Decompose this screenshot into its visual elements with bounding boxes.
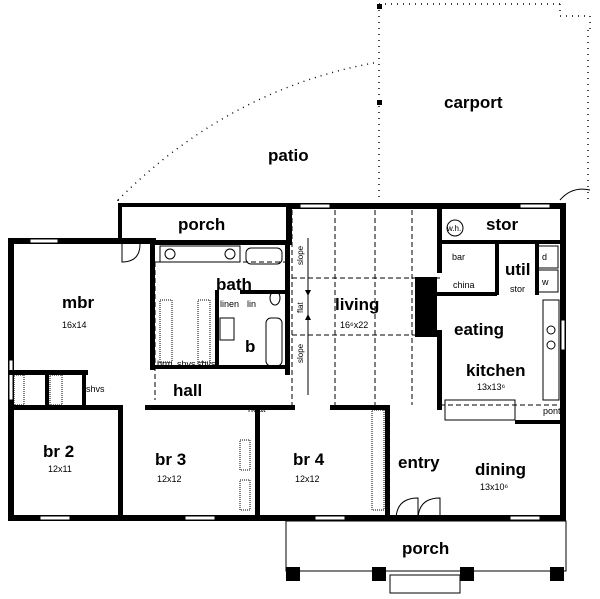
windows	[8, 203, 566, 521]
label-dining-size: 13x10⁶	[480, 482, 509, 492]
label-china: china	[453, 280, 475, 290]
front-porch	[285, 520, 567, 594]
label-living: living	[335, 295, 379, 314]
label-mbr-size: 16x14	[62, 320, 87, 330]
carport-outline	[377, 3, 591, 201]
label-pont: pont	[543, 406, 561, 416]
label-carport: carport	[444, 93, 503, 112]
label-patio: patio	[268, 146, 309, 165]
label-bar: bar	[452, 252, 465, 262]
label-stor: stor	[486, 215, 519, 234]
label-living-size: 16⁶x22	[340, 320, 368, 330]
label-wh: w.h.	[446, 224, 461, 233]
label-br4-size: 12x12	[295, 474, 320, 484]
label-lin: lin	[247, 299, 256, 309]
label-kitchen-size: 13x13⁶	[477, 382, 506, 392]
label-shvs-a: shvs	[177, 359, 196, 369]
label-mbr: mbr	[62, 293, 95, 312]
label-br3: br 3	[155, 450, 186, 469]
label-br4: br 4	[293, 450, 325, 469]
patio-outline	[117, 61, 380, 206]
label-shvs-b: shvs	[197, 359, 216, 369]
label-hall: hall	[173, 381, 202, 400]
label-br2-size: 12x11	[48, 464, 72, 474]
label-slope-top: slope	[296, 245, 305, 265]
closet-hatches	[13, 299, 385, 511]
label-shvs-c: shvs	[86, 384, 105, 394]
label-stor-small: stor	[510, 284, 525, 294]
label-util: util	[505, 260, 531, 279]
doors	[121, 239, 441, 521]
interior-walls	[8, 203, 560, 520]
label-brm: brm	[157, 359, 173, 369]
label-kitchen: kitchen	[466, 361, 526, 380]
label-d: d	[542, 252, 547, 262]
label-porch-rear: porch	[178, 215, 225, 234]
label-linen: linen	[220, 299, 239, 309]
label-br2: br 2	[43, 442, 74, 461]
label-slope-bottom: slope	[296, 343, 305, 363]
slope-arrows	[305, 238, 311, 395]
label-flat: flat	[296, 302, 305, 313]
label-entry: entry	[398, 453, 440, 472]
label-porch-front: porch	[402, 539, 449, 558]
label-heat: heat	[248, 404, 266, 414]
label-bath: bath	[216, 275, 252, 294]
living-beams	[154, 210, 560, 406]
label-w: w	[541, 277, 549, 287]
label-dining: dining	[475, 460, 526, 479]
label-br3-size: 12x12	[157, 474, 182, 484]
bath-fixtures	[159, 245, 283, 367]
label-eating: eating	[454, 320, 504, 339]
kitchen-fixtures	[444, 219, 560, 421]
label-b: b	[245, 337, 255, 356]
